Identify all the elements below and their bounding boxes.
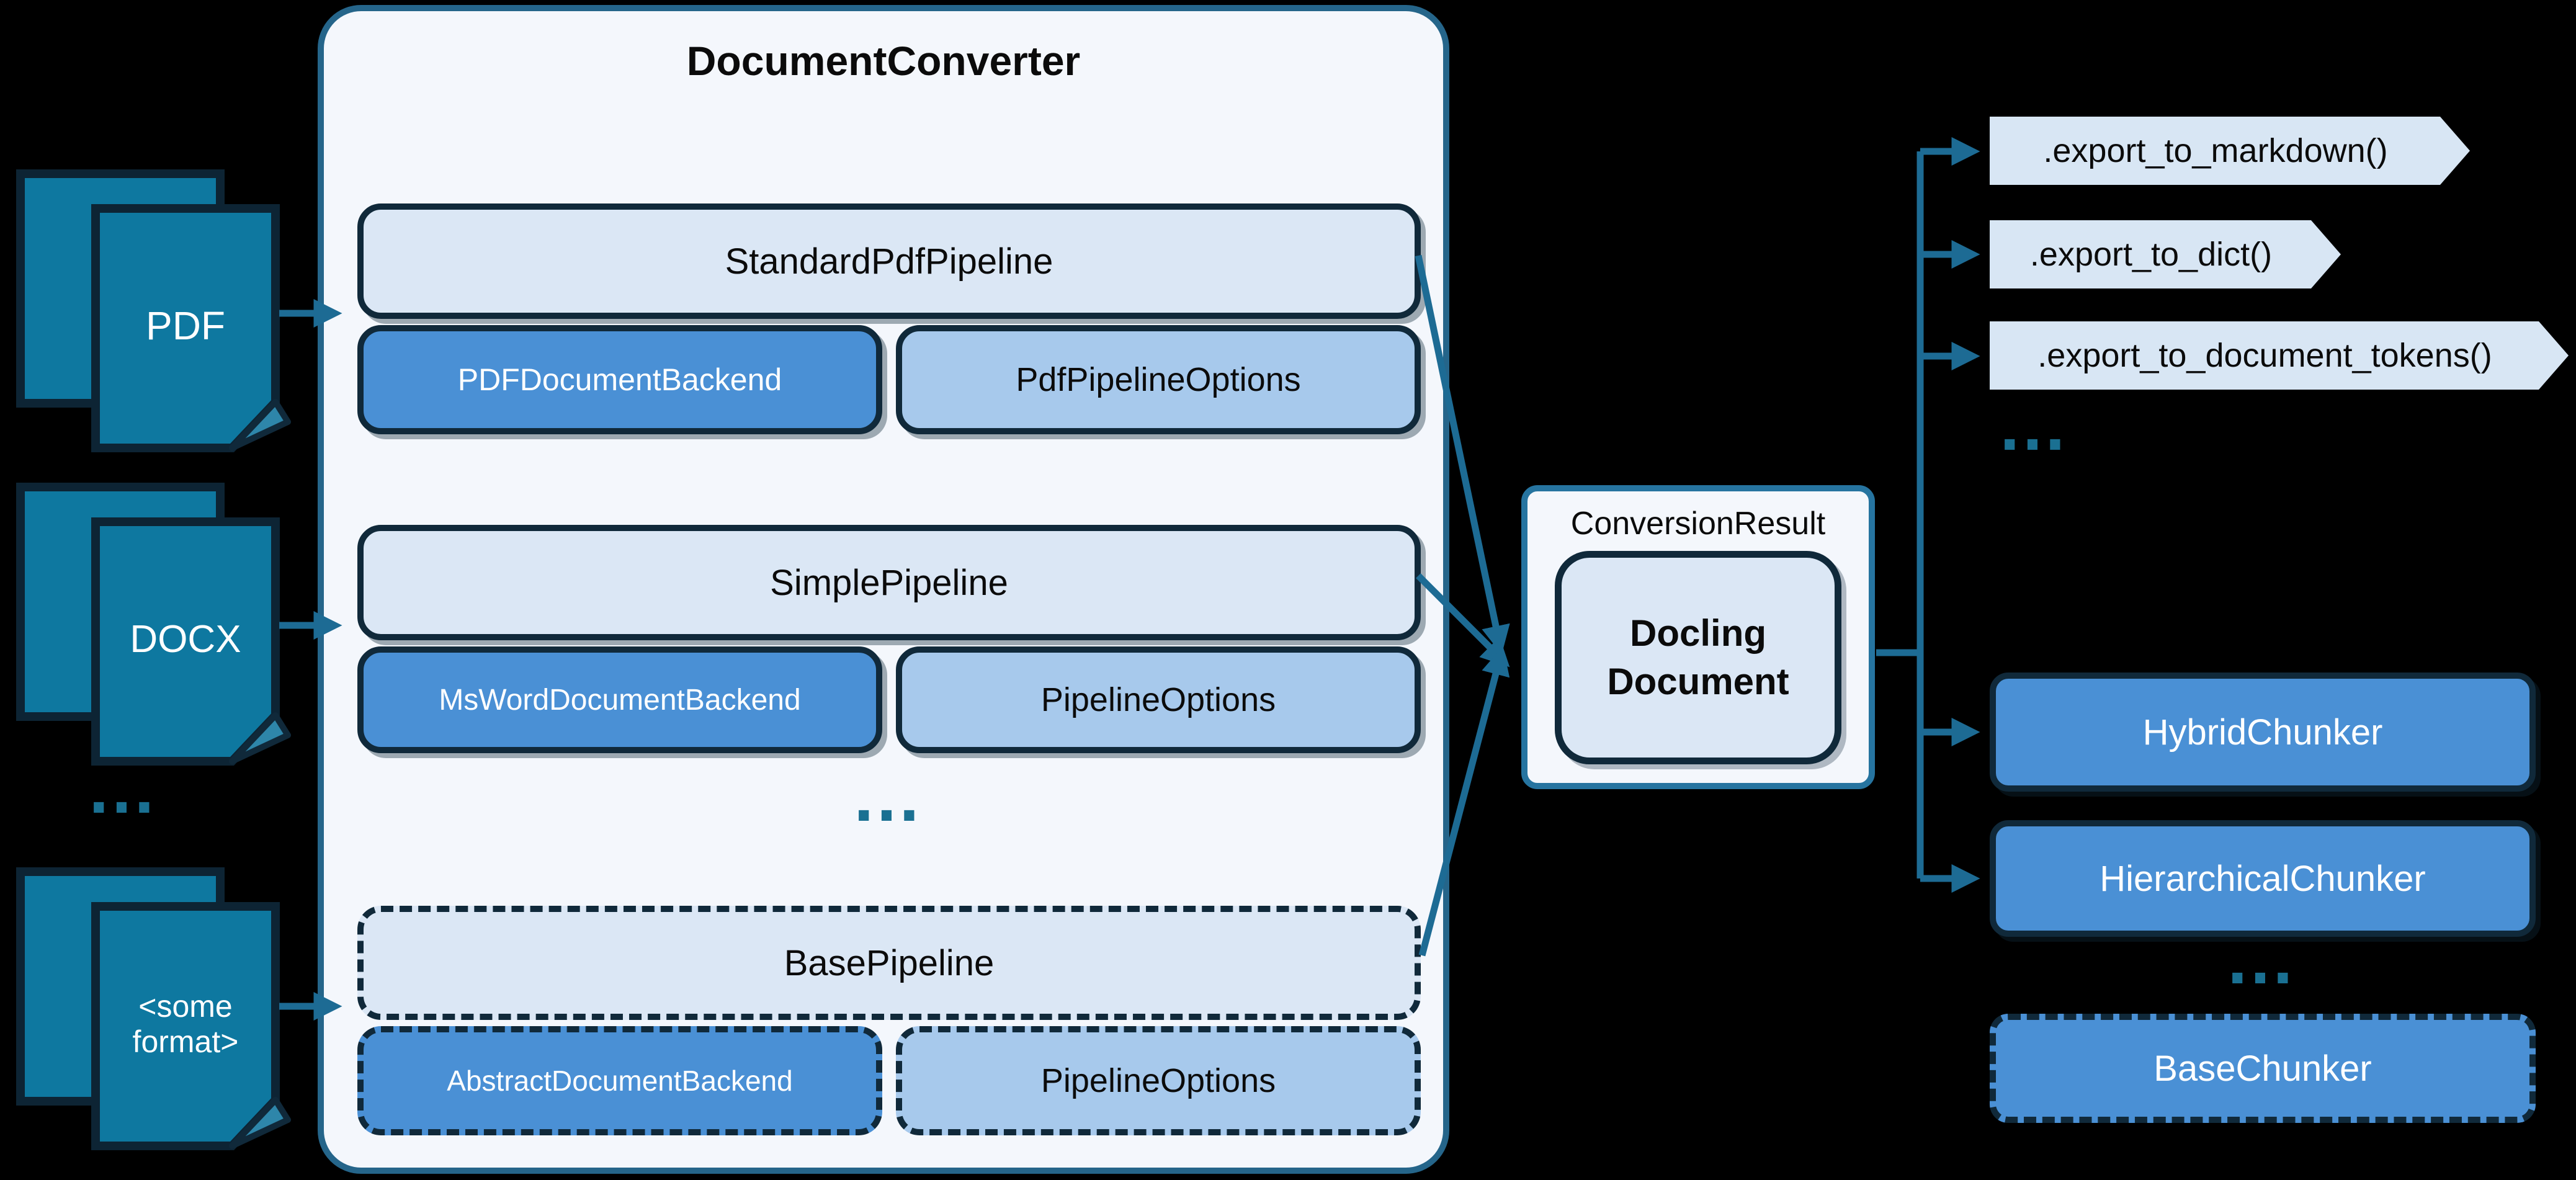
- backend-box-abstract: AbstractDocumentBackend: [357, 1026, 882, 1135]
- chunker-box-base: BaseChunker: [1990, 1014, 2536, 1123]
- pipeline-box-simple: SimplePipeline: [357, 525, 1421, 640]
- chunker-box-hybrid: HybridChunker: [1990, 673, 2536, 792]
- chunker-box-hierarchical: HierarchicalChunker: [1990, 820, 2536, 937]
- docx-label: DOCX: [130, 618, 241, 661]
- backend-box-pdf: PDFDocumentBackend: [357, 325, 882, 434]
- pipeline-box-standardpdf: StandardPdfPipeline: [357, 203, 1421, 319]
- document-converter-title: DocumentConverter: [686, 38, 1081, 84]
- export-tag-dict: .export_to_dict(): [1990, 220, 2341, 288]
- pipeline-box-base: BasePipeline: [357, 906, 1421, 1020]
- exports-ellipsis: …: [1997, 385, 2073, 465]
- export-tag-markdown: .export_to_markdown(): [1990, 117, 2470, 185]
- chunkers-ellipsis: …: [2224, 919, 2301, 999]
- converter-ellipsis: …: [851, 756, 928, 836]
- backend-box-msword: MsWordDocumentBackend: [357, 646, 882, 753]
- conversion-result-container: ConversionResult Docling Document: [1521, 485, 1875, 789]
- pdf-front-page-icon: [91, 204, 291, 452]
- docling-document-box: Docling Document: [1555, 551, 1841, 764]
- document-converter-container: DocumentConverter StandardPdfPipeline PD…: [318, 5, 1449, 1174]
- pdf-label: PDF: [146, 303, 225, 349]
- options-box-base: PipelineOptions: [896, 1026, 1421, 1135]
- someformat-label: <some format>: [132, 988, 239, 1060]
- conversion-result-label: ConversionResult: [1570, 506, 1826, 542]
- export-tag-document-tokens: .export_to_document_tokens(): [1990, 321, 2569, 390]
- options-box-simple: PipelineOptions: [896, 646, 1421, 753]
- someformat-front-page-icon: [91, 902, 291, 1150]
- docx-front-page-icon: [91, 517, 291, 766]
- inputs-ellipsis: …: [86, 748, 163, 828]
- options-box-pdf: PdfPipelineOptions: [896, 325, 1421, 434]
